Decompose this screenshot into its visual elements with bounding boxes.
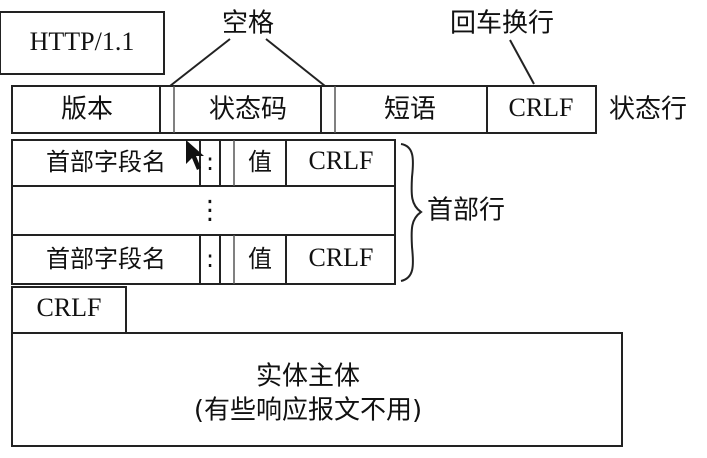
status-line-box xyxy=(11,85,597,134)
status-crlf-cell: CRLF xyxy=(508,93,573,122)
header-lines-box xyxy=(11,139,396,285)
entity-body-note: (有些响应报文不用) xyxy=(194,396,422,426)
header-row-2-colon: : xyxy=(206,245,214,273)
header-row-2-field-name: 首部字段名 xyxy=(46,245,166,273)
mouse-cursor-icon xyxy=(186,140,204,170)
header-ellipsis: ⋮ xyxy=(197,196,223,226)
header-lines-label: 首部行 xyxy=(427,196,505,226)
status-phrase-cell: 短语 xyxy=(384,95,436,125)
status-code-cell: 状态码 xyxy=(209,95,287,125)
http-version-text: HTTP/1.1 xyxy=(30,27,135,56)
space-pointer-left xyxy=(169,38,231,87)
space-annotation: 空格 xyxy=(222,9,274,39)
entity-body-title: 实体主体 xyxy=(256,362,360,392)
header-row-1-colon: : xyxy=(206,148,214,176)
entity-body-box xyxy=(11,332,623,447)
header-row-2-value: 值 xyxy=(248,245,272,273)
status-version-cell: 版本 xyxy=(61,95,113,125)
header-row-2-crlf: CRLF xyxy=(308,243,373,272)
crlf-pointer xyxy=(509,39,535,85)
http-version-box xyxy=(0,11,165,75)
crlf-annotation: 回车换行 xyxy=(450,9,554,39)
header-brace xyxy=(400,143,423,282)
header-row-1-value: 值 xyxy=(248,148,272,176)
empty-line-box xyxy=(11,286,127,334)
header-row-1-crlf: CRLF xyxy=(308,146,373,175)
header-row-1-field-name: 首部字段名 xyxy=(46,148,166,176)
space-pointer-right xyxy=(265,38,326,87)
status-line-label: 状态行 xyxy=(609,95,687,125)
empty-line-crlf: CRLF xyxy=(36,293,101,322)
